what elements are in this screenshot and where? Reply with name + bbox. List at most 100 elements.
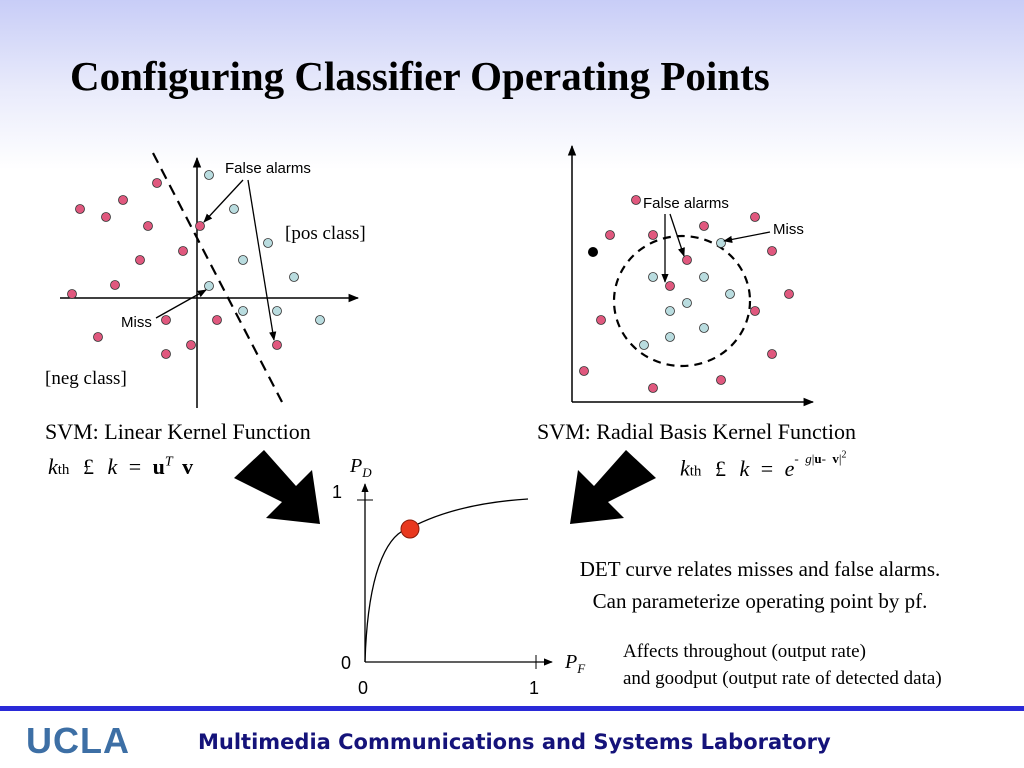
rk2-symbol: k <box>739 455 750 481</box>
left-neg-point <box>143 221 153 231</box>
slide-title: Configuring Classifier Operating Points <box>70 53 770 99</box>
left-pos-point <box>289 272 299 282</box>
left-big-arrow <box>234 450 320 524</box>
right-pos-point <box>665 332 675 342</box>
ucla-logo: UCLA <box>26 720 130 761</box>
footer-band <box>0 706 1024 768</box>
rbf-exponent: - g|u- v|2 <box>794 450 847 467</box>
affects-description: Affects throughout (output rate) and goo… <box>623 638 942 692</box>
exp-minus: - <box>794 451 799 467</box>
det-curve <box>364 498 529 663</box>
right-miss-label: Miss <box>773 221 804 238</box>
affects-line-1: Affects throughout (output rate) <box>623 641 866 662</box>
pf-sub: F <box>577 661 586 676</box>
e-symbol: e <box>784 455 795 481</box>
right-neg-point <box>750 212 760 222</box>
left-pos-point <box>229 204 239 214</box>
req-symbol: = <box>760 455 774 481</box>
right-neg-points <box>579 195 794 393</box>
left-false-alarm-arrow-1 <box>203 179 244 223</box>
v-vector: v <box>182 454 194 479</box>
left-pos-point <box>272 306 282 316</box>
square-symbol: 2 <box>841 450 847 461</box>
pf-p: P <box>565 651 578 673</box>
left-neg-points <box>67 178 282 359</box>
right-black-point <box>588 247 598 257</box>
det-y-tick-0: 0 <box>341 653 352 673</box>
left-neg-point <box>272 340 282 350</box>
left-pos-point <box>238 306 248 316</box>
linear-kernel-caption: SVM: Linear Kernel Function <box>45 419 311 444</box>
linear-decision-boundary <box>152 152 283 403</box>
left-neg-point <box>212 315 222 325</box>
u-vector: u <box>152 454 165 479</box>
left-neg-point <box>186 340 196 350</box>
right-neg-point <box>750 306 760 316</box>
left-neg-point <box>152 178 162 188</box>
affects-line-2: and goodput (output rate of detected dat… <box>623 668 942 689</box>
pd-p: P <box>350 455 363 477</box>
lab-name: Multimedia Communications and Systems La… <box>198 730 831 754</box>
right-pos-point <box>648 272 658 282</box>
linear-threshold-formula: kth £ k = uT v <box>48 454 193 480</box>
left-neg-point <box>110 280 120 290</box>
right-miss-arrow <box>723 231 771 243</box>
gamma-symbol: g <box>805 451 812 467</box>
left-miss-label: Miss <box>121 314 152 331</box>
exp-inner-minus: - <box>821 451 826 467</box>
right-neg-point <box>648 230 658 240</box>
right-neg-point <box>605 230 615 240</box>
th-subscript: th <box>57 462 70 478</box>
left-pos-point <box>315 315 325 325</box>
left-false-alarm-arrow-2 <box>247 179 277 341</box>
det-y-tick-1: 1 <box>332 482 343 502</box>
right-big-arrow <box>570 450 656 524</box>
transpose-symbol: T <box>164 454 173 470</box>
eq-symbol: = <box>128 454 142 479</box>
right-false-alarms-label: False alarms <box>643 195 729 212</box>
det-x-axis-label: PF <box>565 651 585 677</box>
det-line-2: Can parameterize operating point by pf. <box>592 589 928 613</box>
right-neg-point <box>596 315 606 325</box>
right-neg-point <box>579 366 589 376</box>
k2-symbol: k <box>107 454 118 479</box>
pd-sub: D <box>362 465 372 480</box>
left-neg-point <box>101 212 111 222</box>
left-pos-points <box>204 170 325 325</box>
left-pos-point <box>204 281 214 291</box>
rk-symbol: k <box>680 455 690 481</box>
ru-vector: u <box>814 451 822 467</box>
le-symbol: £ <box>82 454 94 479</box>
right-neg-point <box>631 195 641 205</box>
k-symbol: k <box>48 454 58 479</box>
rv-vector: v <box>832 451 839 467</box>
right-neg-point <box>682 255 692 265</box>
left-neg-point <box>178 246 188 256</box>
right-neg-point <box>648 383 658 393</box>
right-pos-point <box>725 289 735 299</box>
right-neg-point <box>665 281 675 291</box>
det-y-axis-label: PD <box>350 455 372 481</box>
left-pos-point <box>204 170 214 180</box>
det-x-tick-1: 1 <box>529 678 540 698</box>
neg-class-label: [neg class] <box>45 368 127 389</box>
right-neg-point <box>716 375 726 385</box>
left-miss-arrow <box>155 289 207 319</box>
norm-bar-right: | <box>838 451 842 467</box>
det-x-tick-0: 0 <box>358 678 369 698</box>
norm-bar-left: | <box>811 451 815 467</box>
right-neg-point <box>767 246 777 256</box>
right-pos-point <box>699 323 709 333</box>
right-neg-point <box>767 349 777 359</box>
left-neg-point <box>161 315 171 325</box>
left-neg-point <box>75 204 85 214</box>
pos-class-label: [pos class] <box>285 223 366 244</box>
rle-symbol: £ <box>714 455 726 481</box>
right-pos-point <box>639 340 649 350</box>
right-pos-point <box>682 298 692 308</box>
rbf-decision-boundary <box>612 234 752 368</box>
left-neg-point <box>67 289 77 299</box>
operating-point[interactable] <box>400 519 420 539</box>
right-pos-point <box>665 306 675 316</box>
right-false-alarm-arrow-2 <box>669 213 685 257</box>
